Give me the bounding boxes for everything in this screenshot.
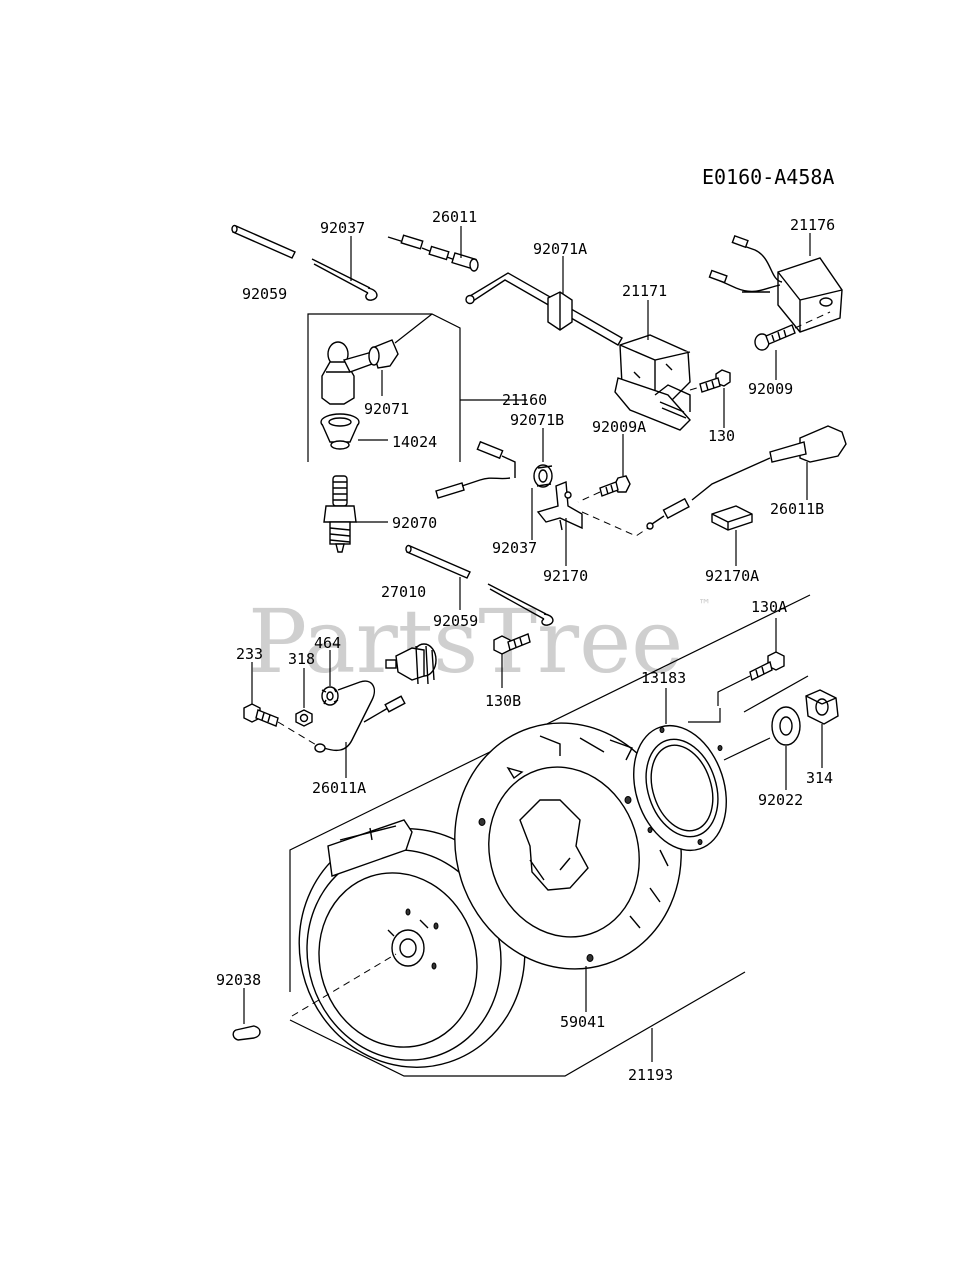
part-130A-bolt[interactable] xyxy=(749,651,785,682)
part-92059-pin-top[interactable] xyxy=(231,224,296,259)
label-92009: 92009 xyxy=(748,380,793,398)
label-318: 318 xyxy=(288,650,315,668)
label-92022: 92022 xyxy=(758,791,803,809)
part-92037-lead-mid[interactable] xyxy=(435,440,516,499)
label-464: 464 xyxy=(314,634,341,652)
label-92071B: 92071B xyxy=(510,411,564,429)
part-92170A-clamp[interactable] xyxy=(711,505,753,531)
label-92059-mid: 92059 xyxy=(433,612,478,630)
part-26011B-lead[interactable] xyxy=(646,425,847,530)
label-26011B: 26011B xyxy=(770,500,824,518)
part-59041-fan[interactable] xyxy=(423,693,713,998)
part-92022-washer[interactable] xyxy=(771,706,801,746)
label-27010: 27010 xyxy=(381,583,426,601)
label-92071: 92071 xyxy=(364,400,409,418)
part-21171-ignition-coil[interactable] xyxy=(465,272,691,431)
part-21160-plug-cap[interactable] xyxy=(321,341,373,405)
part-13183-plate[interactable] xyxy=(618,714,741,863)
label-130B: 130B xyxy=(485,692,521,710)
part-92170-bracket[interactable] xyxy=(536,480,583,531)
part-14024-cap[interactable] xyxy=(320,413,360,450)
part-92059-pin-mid[interactable] xyxy=(405,544,471,579)
part-27010-cable[interactable] xyxy=(487,583,554,626)
label-92009A: 92009A xyxy=(592,418,646,436)
label-92059-top: 92059 xyxy=(242,285,287,303)
label-26011A: 26011A xyxy=(312,779,366,797)
label-21171: 21171 xyxy=(622,282,667,300)
part-318-nut[interactable] xyxy=(295,709,313,727)
part-92071B-grommet[interactable] xyxy=(533,464,553,488)
part-26011A-lead[interactable] xyxy=(314,680,406,753)
label-92037-mid: 92037 xyxy=(492,539,537,557)
label-92071A: 92071A xyxy=(533,240,587,258)
label-59041: 59041 xyxy=(560,1013,605,1031)
part-464-lockwasher[interactable] xyxy=(321,686,339,706)
part-314-nut[interactable] xyxy=(805,689,839,725)
part-92009-bolt[interactable] xyxy=(754,324,796,351)
part-92071A-clamp[interactable] xyxy=(547,291,573,331)
label-233: 233 xyxy=(236,645,263,663)
label-13183: 13183 xyxy=(641,669,686,687)
part-21193-flywheel-rotor[interactable] xyxy=(268,799,555,1096)
part-92037-clip-top[interactable] xyxy=(311,258,378,301)
label-92170A: 92170A xyxy=(705,567,759,585)
part-21176-igniter-unit[interactable] xyxy=(708,234,843,333)
watermark: PartsTree xyxy=(248,590,683,693)
part-130B-bolt[interactable] xyxy=(493,633,531,655)
label-130: 130 xyxy=(708,427,735,445)
label-314: 314 xyxy=(806,769,833,787)
label-92037-top: 92037 xyxy=(320,219,365,237)
label-26011: 26011 xyxy=(432,208,477,226)
label-21160: 21160 xyxy=(502,391,547,409)
watermark-tm: ™ xyxy=(699,596,709,614)
label-21193: 21193 xyxy=(628,1066,673,1084)
part-92070-spark-plug[interactable] xyxy=(323,475,357,553)
part-92071-boot[interactable] xyxy=(368,339,399,369)
part-92009A-bolt[interactable] xyxy=(599,475,631,497)
label-92070: 92070 xyxy=(392,514,437,532)
part-92038-key[interactable] xyxy=(232,1025,261,1041)
part-233-bolt[interactable] xyxy=(243,703,279,727)
part-26011-lead[interactable] xyxy=(387,234,479,272)
label-14024: 14024 xyxy=(392,433,437,451)
label-92038: 92038 xyxy=(216,971,261,989)
label-130A: 130A xyxy=(751,598,787,616)
part-oil-sensor-connector[interactable] xyxy=(385,643,437,685)
diagram-code: E0160-A458A xyxy=(702,165,834,189)
part-130-bolt[interactable] xyxy=(699,369,731,393)
label-21176: 21176 xyxy=(790,216,835,234)
label-92170: 92170 xyxy=(543,567,588,585)
